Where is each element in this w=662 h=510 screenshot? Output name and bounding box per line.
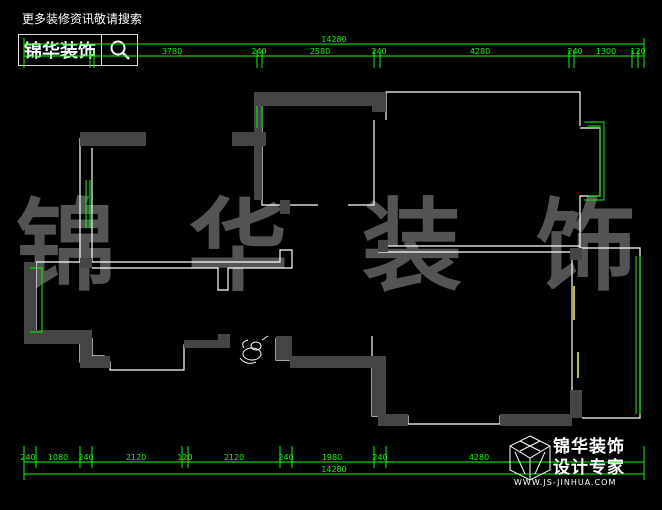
cube-logo-icon bbox=[509, 435, 551, 481]
sanitary-fixture-icon bbox=[239, 335, 269, 364]
brand-search-box[interactable]: 锦华装饰 bbox=[18, 34, 138, 66]
bottom-dim-seg: 1980 bbox=[322, 453, 342, 462]
logo-url[interactable]: WWW.JS-JINHUA.COM bbox=[514, 478, 617, 487]
top-dim-seg: 120 bbox=[630, 47, 645, 56]
top-dim-seg: 240 bbox=[251, 47, 266, 56]
top-dim-seg: 2580 bbox=[310, 47, 330, 56]
bottom-dim-seg: 4280 bbox=[469, 453, 489, 462]
bottom-dim-seg: 1080 bbox=[48, 453, 68, 462]
top-dim-seg: 3780 bbox=[162, 47, 182, 56]
bottom-dim-seg: 240 bbox=[20, 453, 35, 462]
top-dim-seg: 4280 bbox=[470, 47, 490, 56]
top-dim-seg: 240 bbox=[371, 47, 386, 56]
top-dim-total: 14280 bbox=[321, 35, 346, 44]
bottom-dimension-chain bbox=[23, 446, 645, 480]
search-prompt-text: 更多装修资讯敬请搜索 bbox=[22, 12, 143, 26]
bottom-dim-seg: 2120 bbox=[126, 453, 146, 462]
logo-title: 锦华装饰 bbox=[553, 437, 625, 457]
logo-subtitle: 设计专家 bbox=[553, 458, 625, 478]
top-dim-seg: 240 bbox=[567, 47, 582, 56]
bottom-dim-seg: 240 bbox=[78, 453, 93, 462]
bottom-dim-seg: 2120 bbox=[224, 453, 244, 462]
brand-label: 锦华装饰 bbox=[19, 35, 102, 65]
top-dim-seg: 1300 bbox=[596, 47, 616, 56]
bottom-dim-seg: 240 bbox=[372, 453, 387, 462]
top-dimension-chain bbox=[23, 38, 645, 68]
door-marks bbox=[573, 286, 579, 378]
wall-blocks bbox=[24, 92, 582, 426]
bottom-dim-total: 14280 bbox=[321, 465, 346, 474]
bottom-dim-seg: 120 bbox=[177, 453, 192, 462]
bottom-dim-seg: 240 bbox=[278, 453, 293, 462]
window-lines bbox=[30, 106, 641, 414]
watermark-char-2: 华 bbox=[188, 187, 288, 305]
